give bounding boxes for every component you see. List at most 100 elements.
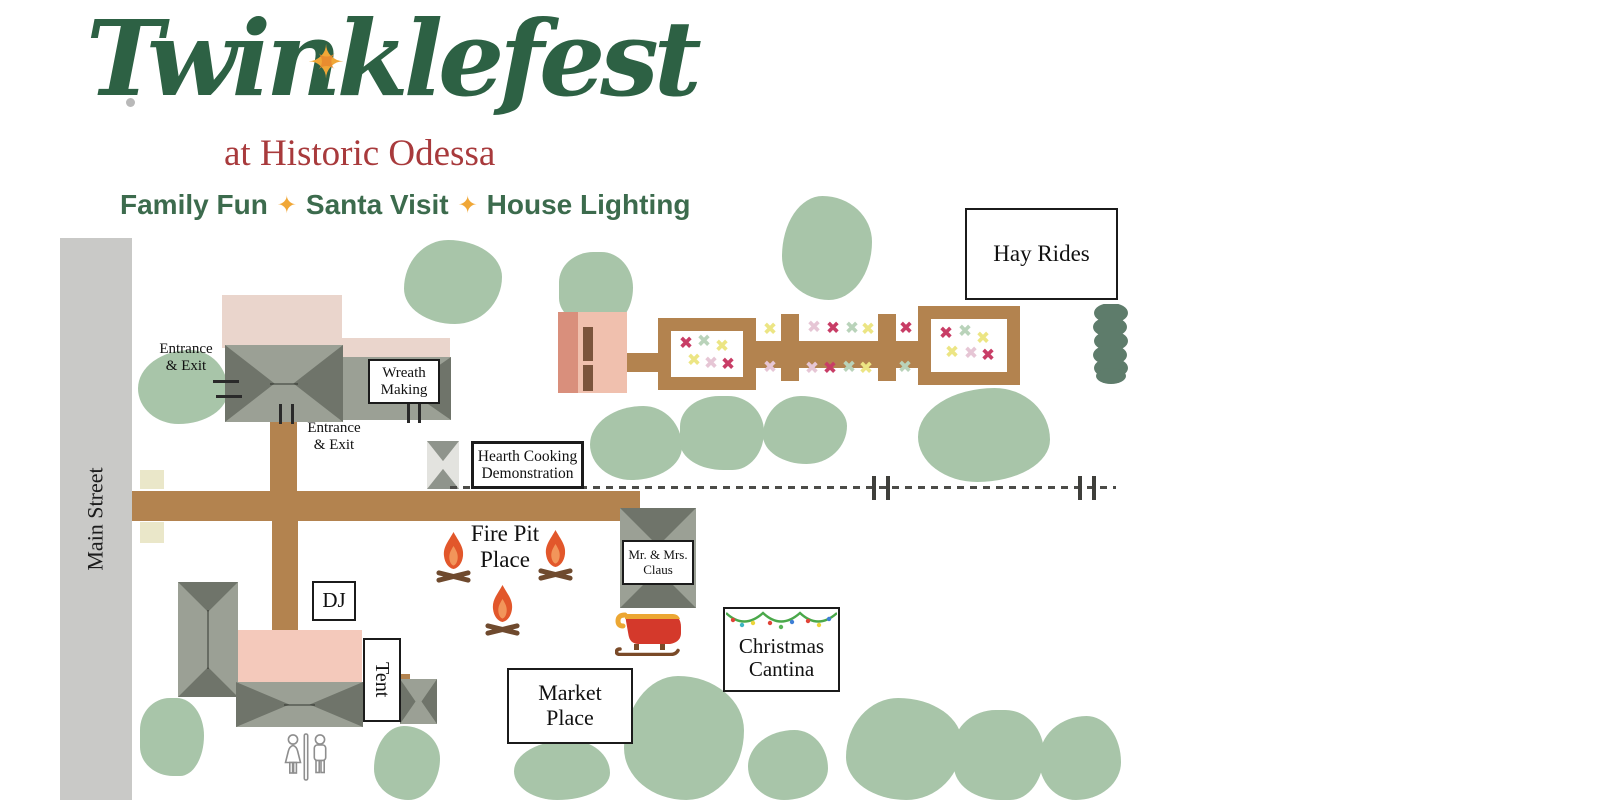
label-line: Market xyxy=(538,680,602,706)
logo-title-text: Twinklefest xyxy=(86,0,702,120)
hedge-row-icon xyxy=(1093,304,1128,384)
path-stub xyxy=(401,674,410,681)
dj-box: DJ xyxy=(312,581,356,621)
garden-crossbar xyxy=(781,314,799,381)
label-line: Fire Pit xyxy=(470,521,540,546)
garden-house-door xyxy=(583,365,593,391)
label-line: Tent xyxy=(371,662,394,698)
tree xyxy=(374,726,440,800)
south-building xyxy=(236,682,363,727)
label-line: Entrance xyxy=(159,341,213,357)
entry-path-south xyxy=(272,521,298,631)
logo-title: Twinklefest xyxy=(86,1,702,116)
flower-icon: ✖ xyxy=(841,357,857,378)
tree xyxy=(140,698,204,776)
label-line: Place xyxy=(546,705,594,730)
tree xyxy=(680,396,764,470)
campfire-icon xyxy=(436,532,471,583)
label-line: Christmas xyxy=(738,633,825,658)
label-line: & Exit xyxy=(313,437,355,454)
logo-tagline: Family Fun ✦ Santa Visit ✦ House Lightin… xyxy=(120,189,690,221)
tree xyxy=(590,406,682,480)
garden-bed-east xyxy=(918,306,1020,385)
campfire-icon xyxy=(485,585,520,636)
wreath-making-box: Wreath Making xyxy=(368,359,440,404)
tent-box: Tent xyxy=(363,638,401,722)
entrance-exit-label-south: Entrance & Exit xyxy=(296,420,372,455)
label-line: Demonstration xyxy=(481,465,574,482)
tagline-santa-visit: Santa Visit xyxy=(305,189,449,220)
flower-icon: ✖ xyxy=(897,357,913,378)
main-walking-path xyxy=(132,491,640,521)
label-line: & Exit xyxy=(165,358,207,375)
courtyard-east xyxy=(342,338,450,358)
flower-icon: ✖ xyxy=(975,328,991,349)
door-tick xyxy=(291,404,294,424)
garden-house-wing xyxy=(558,312,578,393)
tree xyxy=(954,710,1044,800)
flower-icon: ✖ xyxy=(844,318,860,339)
tree xyxy=(846,698,962,800)
label-line: Place xyxy=(480,547,530,573)
roof-ridge xyxy=(284,703,315,706)
gate-marker xyxy=(872,476,876,500)
door-tick xyxy=(407,404,410,423)
label-line: Claus xyxy=(643,561,673,577)
stage-building xyxy=(178,582,238,697)
flower-icon: ✖ xyxy=(696,331,712,352)
garland-lights-icon xyxy=(726,611,837,630)
beige-plot xyxy=(140,470,164,489)
sleigh-icon xyxy=(615,612,681,656)
entrance-dash xyxy=(216,395,242,398)
entrance-exit-label-north: Entrance & Exit xyxy=(148,341,224,376)
star-glyph: ✦ xyxy=(306,35,346,89)
label-line: Mr. & Mrs. xyxy=(628,546,688,562)
garden-house-door xyxy=(583,327,593,361)
market-place-box: Market Place xyxy=(507,668,633,744)
flower-icon: ✖ xyxy=(957,321,973,342)
label-line: Entrance xyxy=(307,420,361,436)
tagline-house-lighting: House Lighting xyxy=(486,189,691,220)
label-line: Hearth Cooking xyxy=(477,447,578,465)
garden-bed-west xyxy=(658,318,756,390)
tree xyxy=(624,676,744,800)
hay-rides-box: Hay Rides xyxy=(965,208,1118,300)
door-tick xyxy=(418,404,421,423)
garden-house xyxy=(558,312,627,393)
property-dashed-line xyxy=(450,486,1116,489)
flower-icon: ✖ xyxy=(686,350,702,371)
flower-icon: ✖ xyxy=(806,317,822,338)
label-line: Making xyxy=(380,381,428,398)
tree xyxy=(404,240,502,324)
logo-subtitle: at Historic Odessa xyxy=(224,133,496,174)
flower-icon: ✖ xyxy=(714,336,730,357)
garden-crossbar xyxy=(878,314,896,381)
tree xyxy=(748,730,828,800)
manor-house-building xyxy=(225,345,343,422)
label-line: Cantina xyxy=(748,657,815,682)
logo-dot xyxy=(126,98,135,107)
sparkle-icon: ✦ xyxy=(276,191,297,219)
roof-ridge xyxy=(269,382,299,385)
restrooms-icon xyxy=(284,733,327,781)
sparkle-icon: ✦ xyxy=(457,191,478,219)
flower-icon: ✖ xyxy=(762,357,778,378)
tagline-family-fun: Family Fun xyxy=(120,189,268,220)
tree xyxy=(763,396,847,464)
label-line: Hay Rides xyxy=(993,241,1090,267)
flower-icon: ✖ xyxy=(938,323,954,344)
gate-marker xyxy=(1092,476,1096,500)
entry-path-north xyxy=(270,420,297,492)
label-line: Wreath xyxy=(382,364,426,381)
flower-icon: ✖ xyxy=(860,319,876,340)
tree xyxy=(514,740,610,800)
tree xyxy=(782,196,872,300)
flower-icon: ✖ xyxy=(963,343,979,364)
flower-icon: ✖ xyxy=(858,358,874,379)
flower-icon: ✖ xyxy=(825,318,841,339)
label-line: DJ xyxy=(322,588,346,613)
main-street-label: Main Street xyxy=(83,467,109,571)
tree xyxy=(138,350,228,424)
tent-area xyxy=(236,630,362,683)
